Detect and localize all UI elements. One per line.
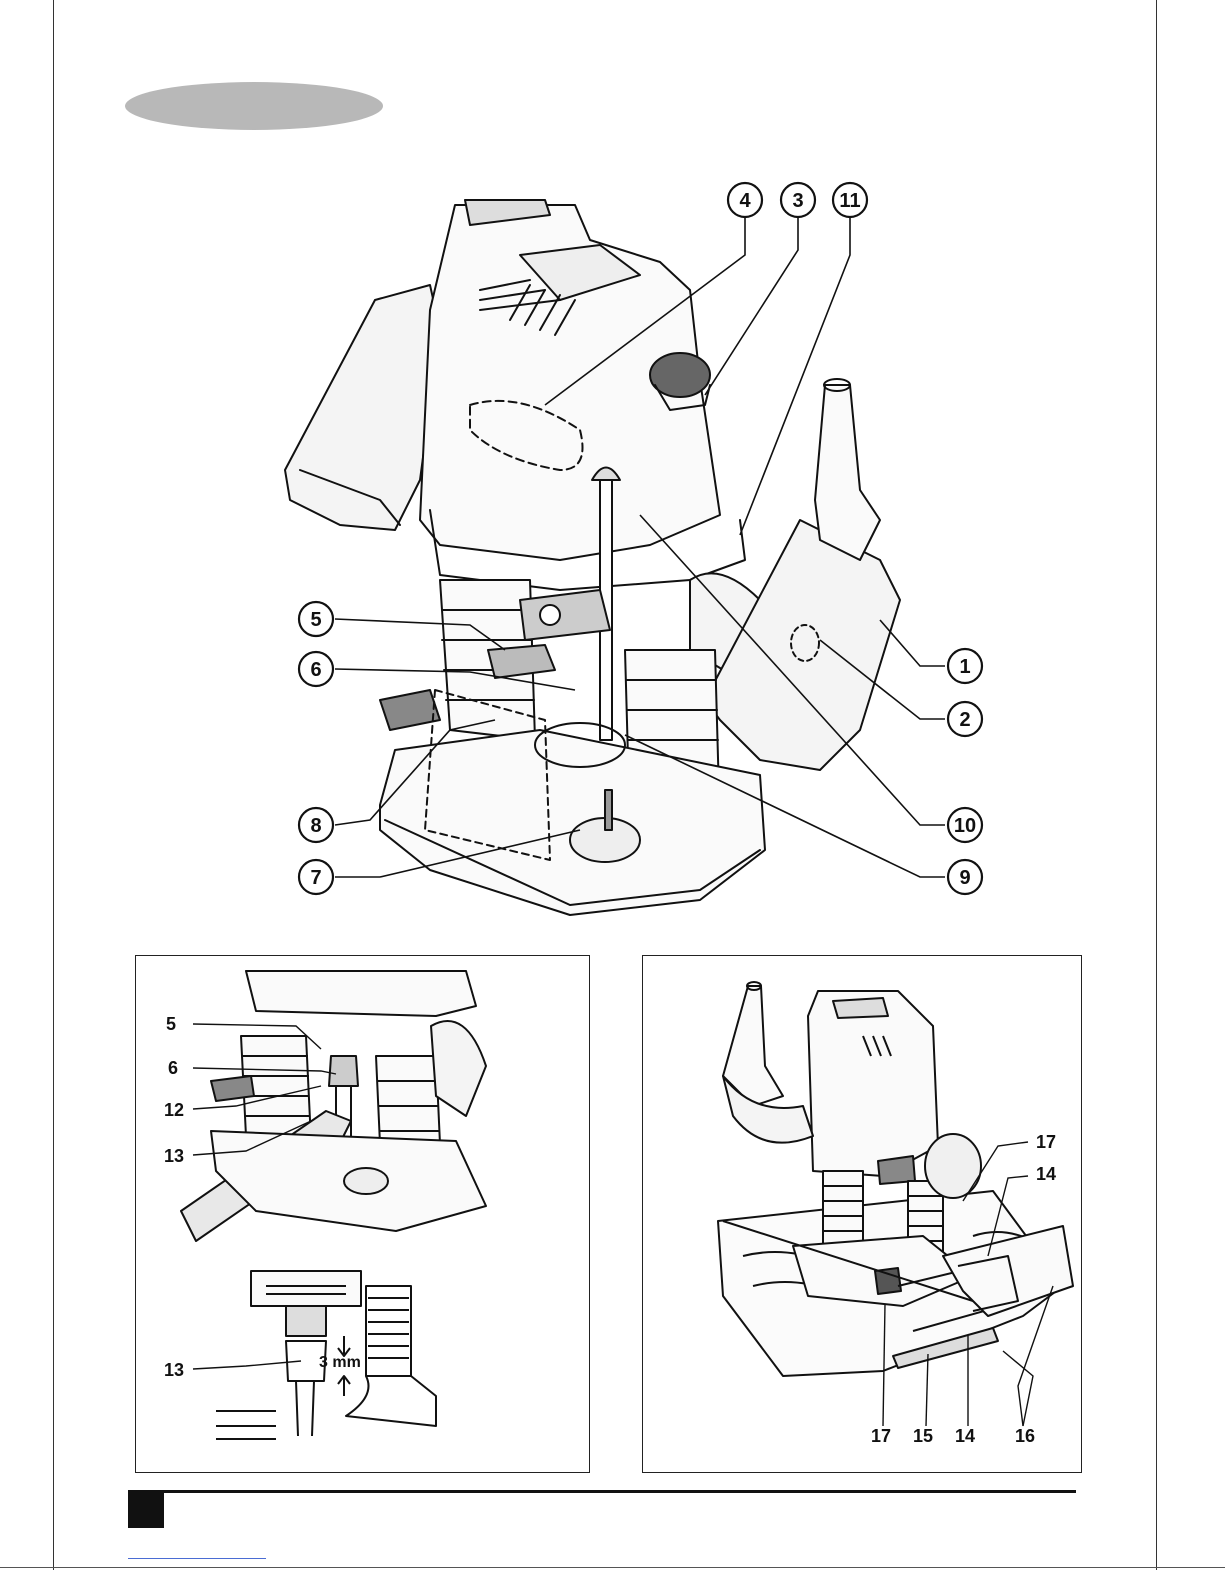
label-5: 5 [166, 1014, 176, 1035]
callout-9: 9 [959, 867, 970, 889]
label-12: 12 [164, 1100, 184, 1121]
dimension-3mm: 3 mm [319, 1354, 361, 1372]
callout-2: 2 [959, 709, 970, 731]
callout-7: 7 [310, 867, 321, 889]
label-15: 15 [913, 1426, 933, 1447]
footer-link-underline [128, 1558, 266, 1559]
callout-6: 6 [310, 659, 321, 681]
callout-4: 4 [739, 190, 751, 212]
panel-side-fence-detail: 17 14 17 15 14 16 [642, 955, 1082, 1473]
label-6: 6 [168, 1058, 178, 1079]
callout-5: 5 [310, 609, 321, 631]
label-14-bottom: 14 [955, 1426, 975, 1447]
callout-3: 3 [792, 190, 803, 212]
label-14-top: 14 [1036, 1164, 1056, 1185]
collet-detail-drawing [136, 956, 591, 1474]
router-main-figure: 4 3 11 5 6 8 7 1 2 10 9 [0, 0, 1225, 940]
callout-11: 11 [839, 190, 860, 212]
footer-rule [128, 1490, 1076, 1493]
panel-collet-detail: 5 6 12 13 13 3 mm [135, 955, 590, 1473]
label-13-lower: 13 [164, 1360, 184, 1381]
page-number-box [128, 1492, 164, 1528]
callout-8: 8 [310, 815, 321, 837]
bottom-rule [0, 1567, 1225, 1568]
label-13-upper: 13 [164, 1146, 184, 1167]
label-17-bottom: 17 [871, 1426, 891, 1447]
label-16: 16 [1015, 1426, 1035, 1447]
callout-1: 1 [959, 656, 970, 678]
callout-10: 10 [954, 815, 976, 837]
side-fence-drawing [643, 956, 1083, 1474]
label-17-top: 17 [1036, 1132, 1056, 1153]
